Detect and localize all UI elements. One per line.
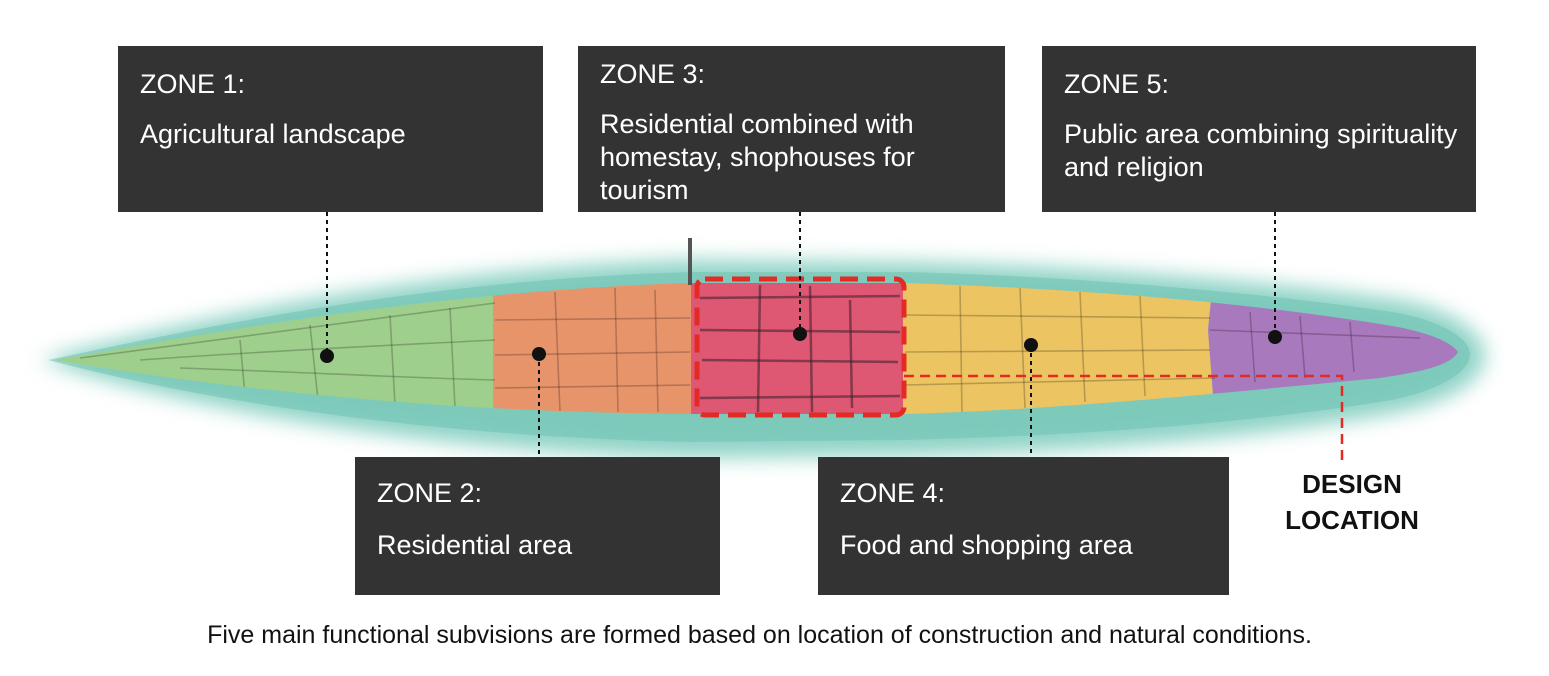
zone-4-title: ZONE 4: (840, 478, 946, 508)
zone-4-label-box: ZONE 4: Food and shopping area (818, 457, 1229, 595)
zone-region-3 (691, 283, 905, 414)
zone-3-title: ZONE 3: (600, 59, 706, 89)
zone-5-label-box: ZONE 5: Public area combining spirituali… (1042, 46, 1476, 212)
design-location-label: DESIGN LOCATION (1262, 466, 1442, 538)
zone-1-title: ZONE 1: (140, 69, 246, 99)
zone-5-description: Public area combining spirituality and r… (1064, 119, 1458, 182)
zone-markers (320, 327, 1282, 363)
leader-lines (326, 212, 1276, 457)
zone-marker-3 (793, 327, 807, 341)
zone-4-description: Food and shopping area (840, 530, 1133, 560)
zone-2-description: Residential area (377, 530, 573, 560)
zone-marker-2 (532, 347, 546, 361)
figure-caption: Five main functional subvisions are form… (207, 621, 1312, 649)
zone-region-2 (493, 283, 693, 414)
zone-1-label-box: ZONE 1: Agricultural landscape (118, 46, 543, 212)
design-location-line-2: LOCATION (1285, 505, 1419, 535)
zone-2-title: ZONE 2: (377, 478, 483, 508)
zone-marker-1 (320, 349, 334, 363)
zone-3-label-box: ZONE 3: Residential combined with homest… (578, 46, 1005, 212)
zone-5-title: ZONE 5: (1064, 69, 1170, 99)
design-location-leader (904, 374, 1344, 460)
zone-1-description: Agricultural landscape (140, 119, 406, 149)
zone-marker-5 (1268, 330, 1282, 344)
zone-2-label-box: ZONE 2: Residential area (355, 457, 720, 595)
design-location-line-1: DESIGN (1302, 469, 1402, 499)
zone-3-description: Residential combined with homestay, shop… (600, 109, 915, 205)
road-network (79, 285, 1421, 413)
zone-marker-4 (1024, 338, 1038, 352)
